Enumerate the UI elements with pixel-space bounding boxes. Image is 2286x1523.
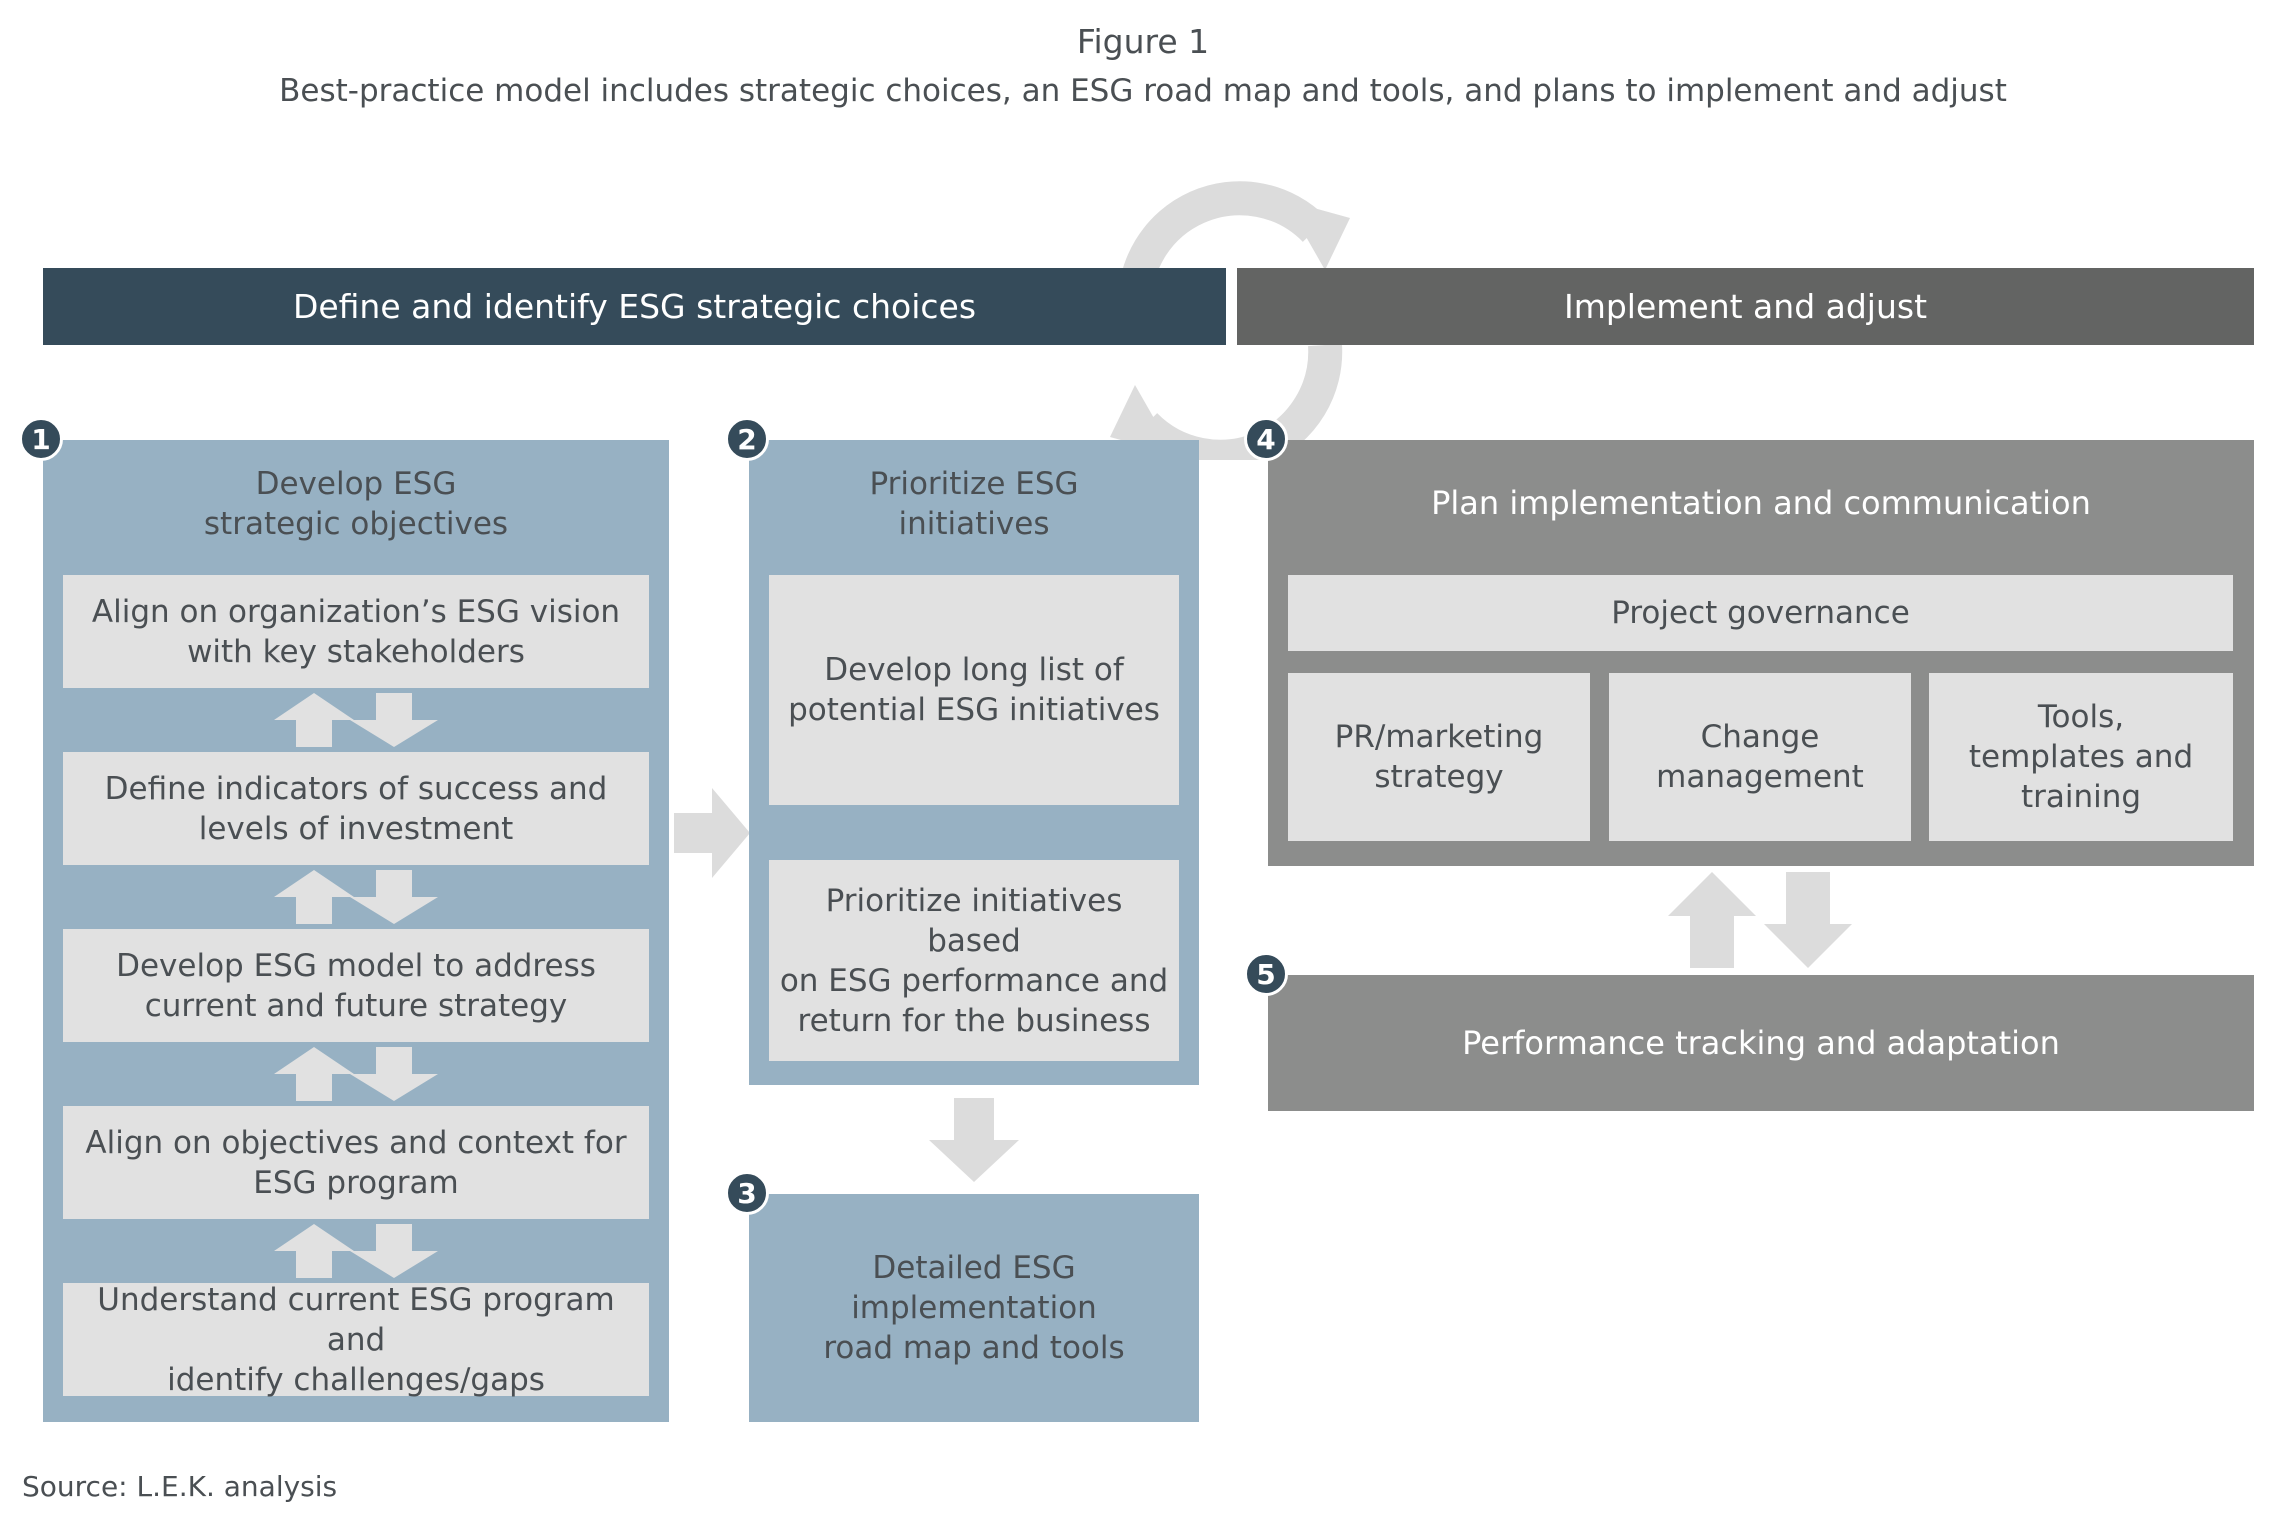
figure-title: Best-practice model includes strategic c… [279, 73, 2007, 109]
step3-panel [749, 1194, 1199, 1422]
updown-arrows-icon [274, 870, 438, 924]
updown-arrows-icon [274, 693, 438, 747]
step4-heading: Plan implementation and communication [1431, 484, 2091, 522]
updown-arrows-icon [274, 1047, 438, 1101]
updown-arrows-icon [1668, 872, 1852, 968]
step-badge: 2 [725, 417, 769, 461]
banner-strategic-choices: Define and identify ESG strategic choice… [43, 268, 1226, 345]
step1-heading: Develop ESG strategic objectives [203, 466, 509, 542]
source-note: Source: L.E.K. analysis [22, 1470, 338, 1503]
step3-label: Detailed ESG implementation road map and… [823, 1250, 1125, 1366]
step2-heading: Prioritize ESG initiatives [869, 466, 1079, 542]
step-badge: 5 [1244, 952, 1288, 996]
figure-label: Figure 1 [1076, 22, 1210, 61]
project-governance-box: Project governance [1288, 575, 2233, 651]
updown-arrows-icon [274, 1224, 438, 1278]
step5-panel: Performance tracking and adaptation [1268, 975, 2254, 1111]
step-badge: 1 [19, 417, 63, 461]
banner-implement-adjust: Implement and adjust [1237, 268, 2254, 345]
arrow-right-icon [674, 788, 750, 878]
arrow-down-icon [929, 1098, 1019, 1182]
step-badge: 4 [1244, 417, 1288, 461]
step-badge: 3 [725, 1171, 769, 1215]
